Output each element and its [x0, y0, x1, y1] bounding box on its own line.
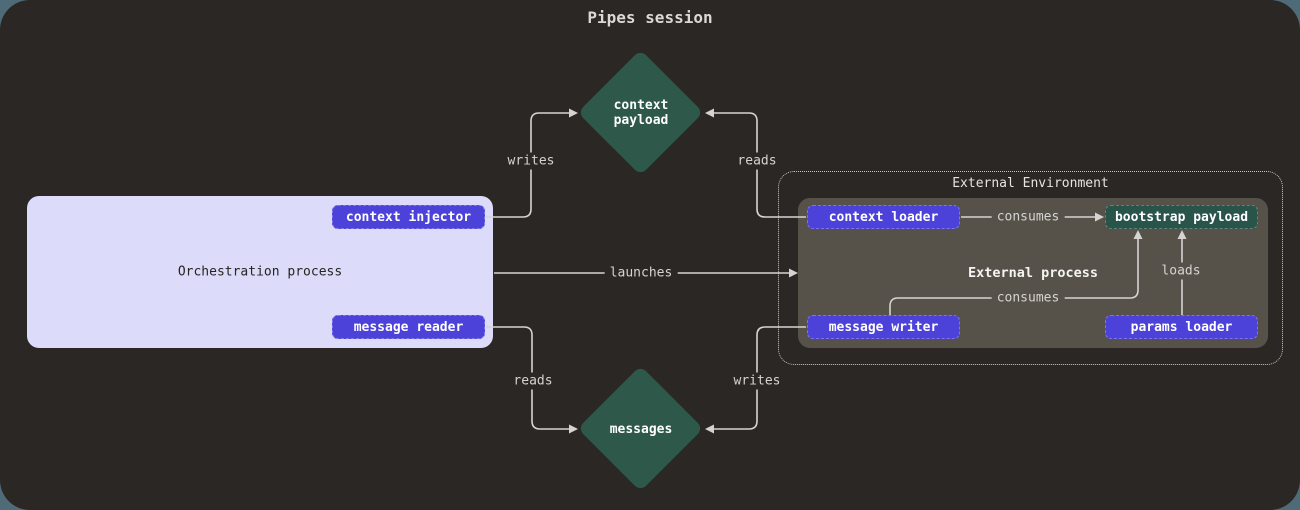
- bootstrap-payload-node: bootstrap payload: [1105, 205, 1258, 229]
- edge-writes-top-arrowhead: [569, 108, 578, 118]
- edge-label-consumes-top: consumes: [991, 208, 1065, 226]
- context-loader-node: context loader: [807, 205, 960, 229]
- context-payload-label: context payload: [613, 98, 669, 128]
- external-environment-boundary: External Environment: [778, 171, 1283, 365]
- edge-label-consumes-bottom: consumes: [991, 289, 1065, 307]
- edge-reads-bottom-arrowhead: [569, 424, 578, 434]
- diagram-title: Pipes session: [587, 8, 713, 27]
- params-loader-node: params loader: [1105, 315, 1258, 339]
- message-reader-node: message reader: [332, 315, 485, 339]
- edge-writes-bottom-arrowhead: [705, 424, 714, 434]
- messages-label: messages: [609, 422, 673, 437]
- edge-label-writes-bottom: writes: [728, 372, 786, 390]
- external-process-label: External process: [967, 265, 1099, 281]
- edge-label-reads-bottom: reads: [508, 372, 558, 390]
- edge-consumes-top-arrowhead: [1095, 212, 1104, 222]
- edge-label-reads-top: reads: [732, 152, 782, 170]
- edge-label-launches: launches: [604, 264, 678, 282]
- edge-label-writes-top: writes: [502, 152, 560, 170]
- message-writer-node: message writer: [807, 315, 960, 339]
- edge-consumes-bottom-arrowhead: [1133, 230, 1143, 239]
- edge-launches-arrowhead: [789, 268, 798, 278]
- edge-reads-top-arrowhead: [705, 108, 714, 118]
- orchestration-process-label: Orchestration process: [177, 264, 343, 280]
- external-environment-label: External Environment: [952, 176, 1109, 191]
- context-injector-node: context injector: [332, 205, 485, 229]
- edge-label-loads: loads: [1156, 262, 1206, 280]
- edge-loads-arrowhead: [1177, 230, 1187, 239]
